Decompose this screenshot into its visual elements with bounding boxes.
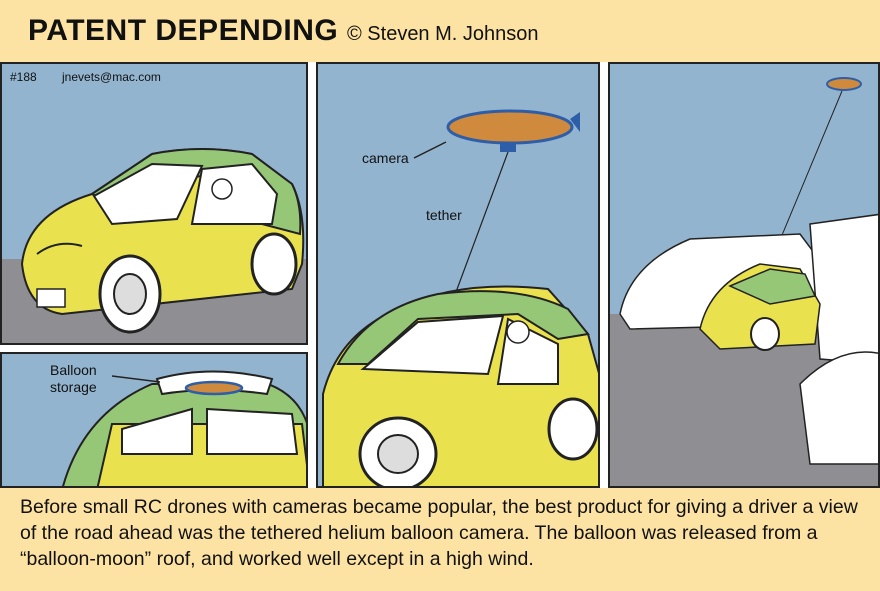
caption-text: Before small RC drones with cameras beca… bbox=[20, 496, 858, 570]
author-email: jnevets@mac.com bbox=[62, 70, 161, 84]
caption-background bbox=[0, 488, 880, 591]
roof-storage-illustration bbox=[62, 370, 306, 486]
panel-traffic bbox=[608, 62, 880, 488]
panel-car-front: #188 jnevets@mac.com bbox=[0, 62, 308, 345]
comic-title: PATENT DEPENDING bbox=[28, 14, 339, 47]
camera-label: camera bbox=[362, 150, 409, 166]
traffic-illustration bbox=[610, 77, 878, 486]
car-front-illustration bbox=[2, 148, 306, 343]
tether-label: tether bbox=[426, 207, 462, 223]
author-credit: © Steven M. Johnson bbox=[347, 23, 539, 45]
header-bar bbox=[0, 0, 880, 62]
balloon-storage-label: Balloon storage bbox=[50, 362, 97, 395]
panel-balloon-storage: Balloon storage bbox=[0, 352, 308, 488]
comic-number: #188 bbox=[10, 70, 37, 84]
panel-balloon-deployed: camera tether bbox=[316, 62, 600, 488]
balloon-deployed-illustration bbox=[322, 109, 598, 486]
